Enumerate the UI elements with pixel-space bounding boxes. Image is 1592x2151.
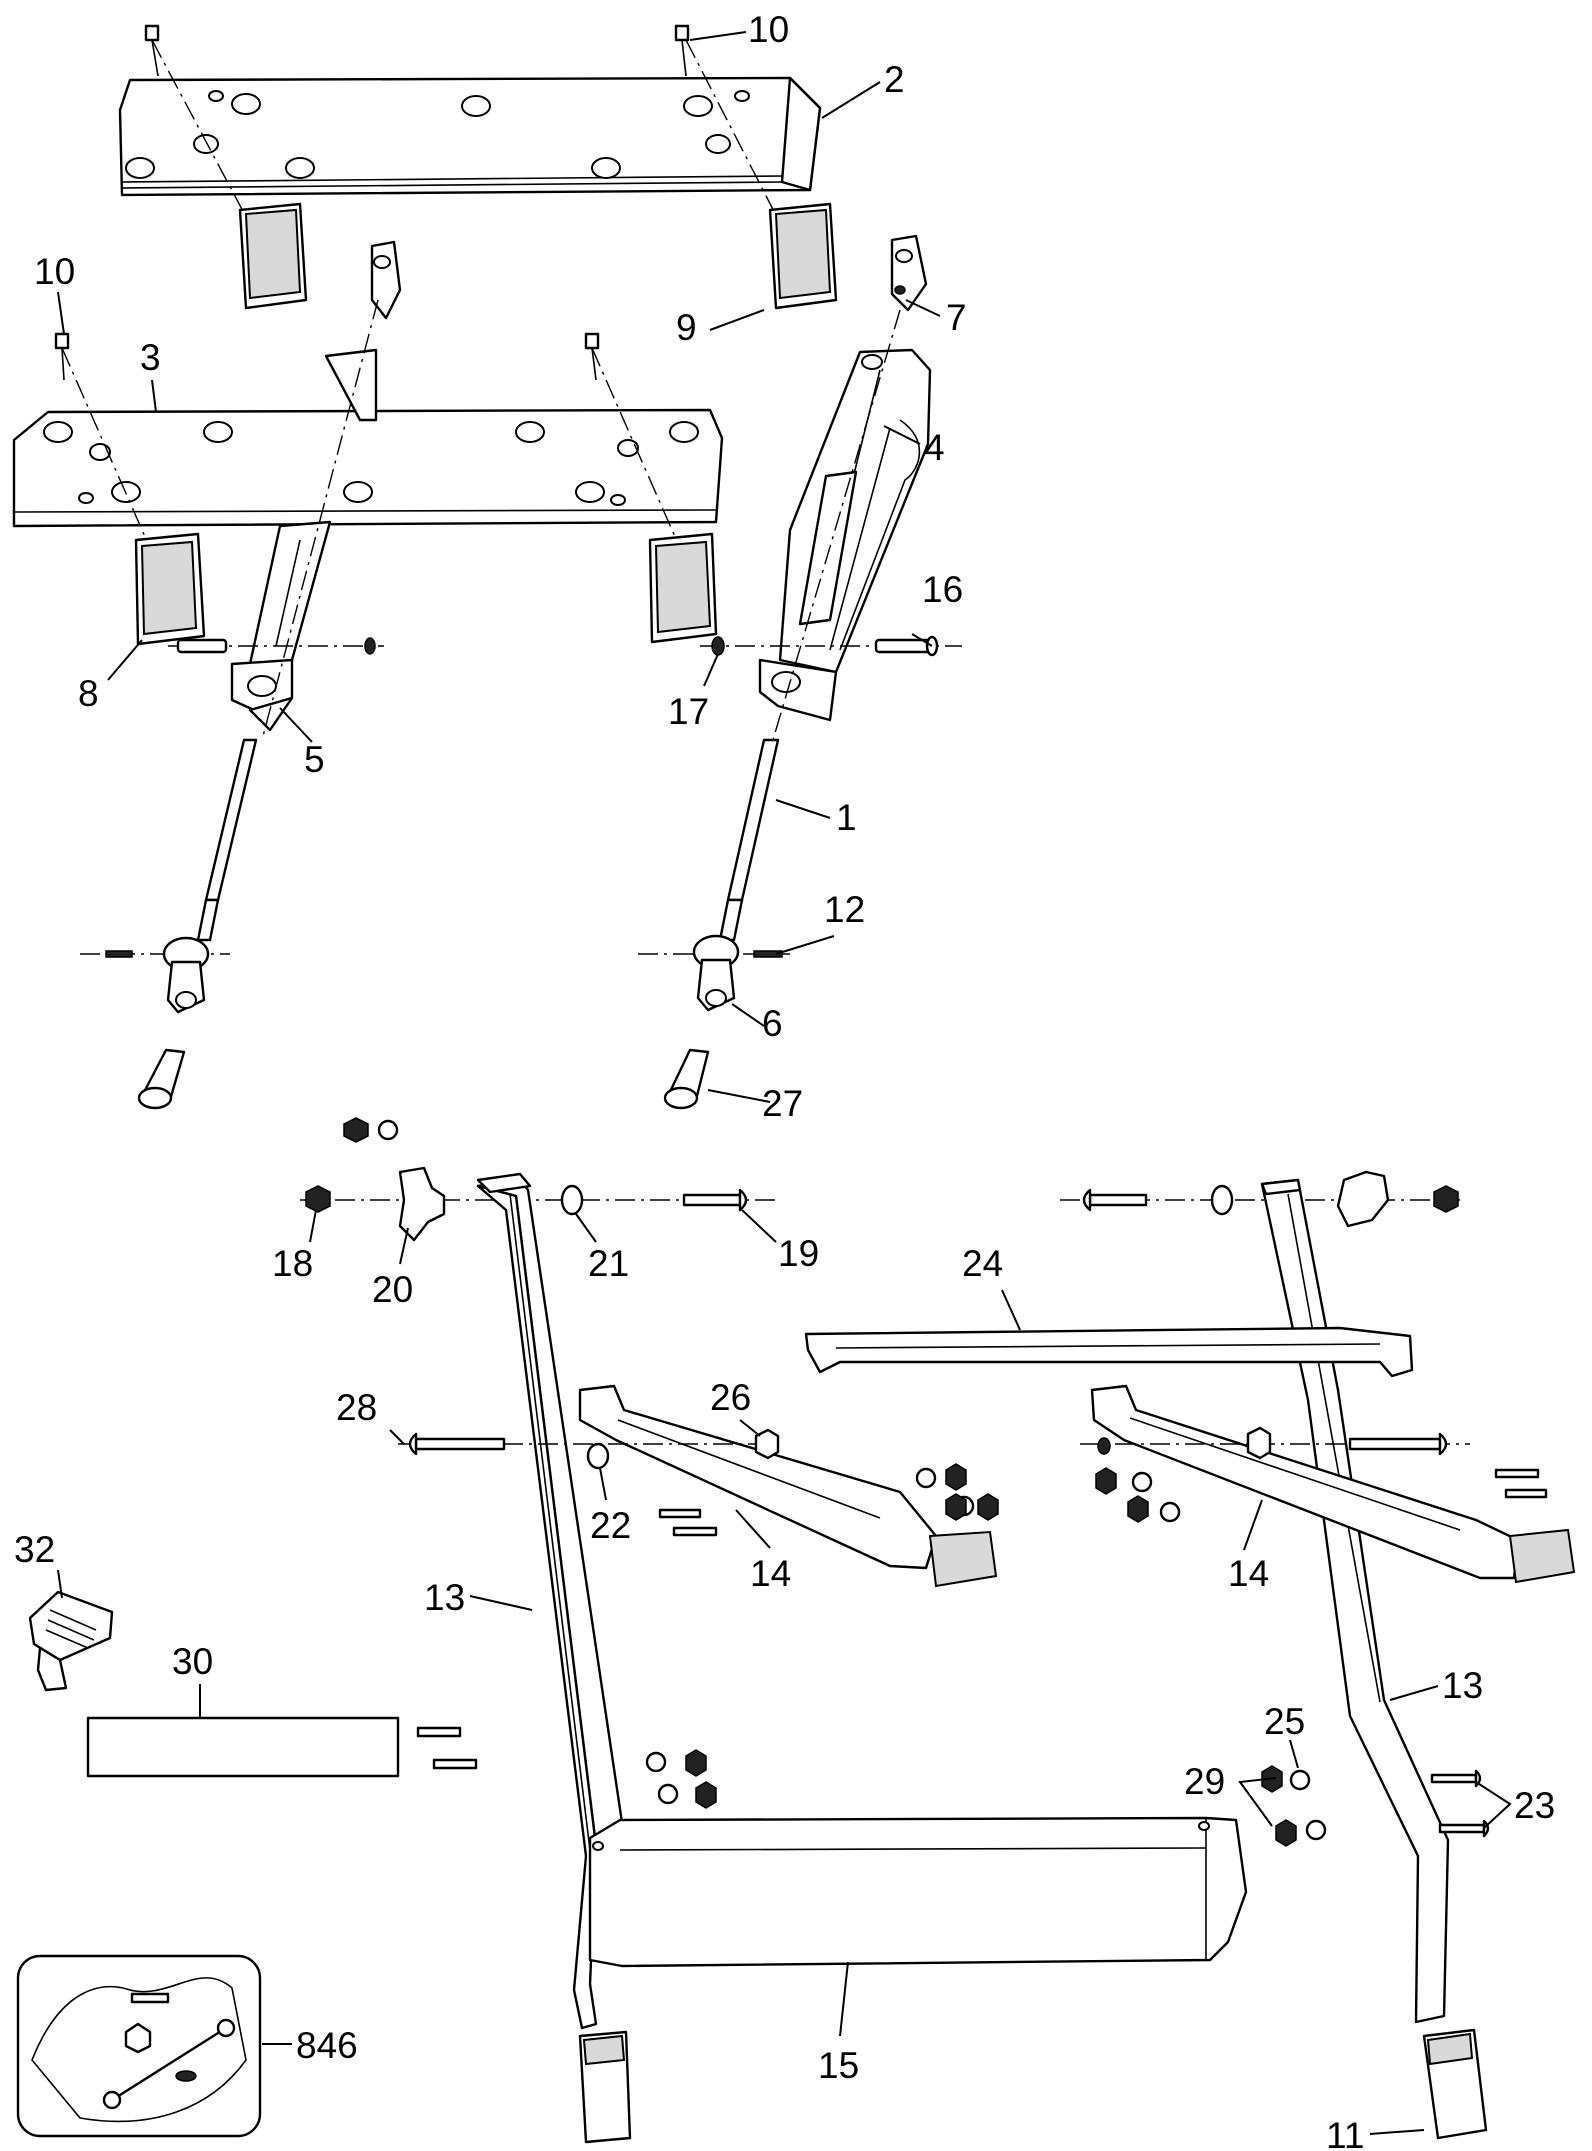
part-25-nut	[754, 1426, 1272, 1460]
callout-10: 10	[748, 9, 789, 50]
callout-14: 14	[1228, 1553, 1269, 1594]
callout-3: 3	[140, 337, 161, 378]
callout-13: 13	[424, 1577, 465, 1618]
callout-12: 12	[824, 889, 865, 930]
part-18-pivot-pin	[176, 635, 939, 657]
callout-32: 32	[14, 1529, 55, 1570]
callout-29: 29	[1184, 1761, 1225, 1802]
callout-25: 26	[710, 1377, 751, 1418]
part-17-nut-right	[1433, 1185, 1459, 1213]
part-4-right-vise-arm	[758, 348, 932, 722]
part-loose-nuts	[343, 1117, 399, 1143]
part-14-right-leg-brace	[1090, 1384, 1576, 1584]
callout-9: 9	[676, 307, 697, 348]
part-23-rear-brace	[804, 1326, 1414, 1378]
part-9-jaw-block	[238, 202, 838, 310]
callout-24: 23	[1514, 1785, 1555, 1826]
callout-16: 20	[372, 1269, 413, 1310]
callout-846: 846	[296, 2025, 358, 2066]
part-nuts-washers-left	[915, 1463, 999, 1521]
part-24-screws-brace	[658, 1468, 1548, 1537]
part-6-handle-bracket	[162, 934, 740, 1014]
part-7-clamp-cam-right	[890, 234, 928, 312]
part-3-front-jaw-plank	[12, 408, 724, 528]
part-14-left-leg-brace	[578, 1384, 998, 1588]
callout-15: 19	[778, 1233, 819, 1274]
part-30-label-plate	[86, 1716, 478, 1778]
part-10-bolt-front	[54, 332, 600, 381]
part-1-vise-screw-left	[196, 738, 258, 942]
callout-2: 2	[884, 59, 905, 100]
part-16-locking-knob	[398, 1166, 446, 1242]
part-15-carriage-bolt	[682, 1188, 748, 1212]
callout-5: 5	[304, 739, 325, 780]
callout-18: 16	[922, 569, 963, 610]
callout-22: 15	[818, 2045, 859, 2086]
part-10-bolt-rear	[144, 24, 690, 77]
callout-17: 18	[272, 1243, 313, 1284]
callout-28: 25	[1264, 1701, 1305, 1742]
part-24-screws-leg	[1430, 1769, 1490, 1838]
part-28-washer	[1289, 1769, 1327, 1841]
callout-10: 10	[34, 251, 75, 292]
part-846-hardware-bag	[16, 1954, 262, 2138]
part-11-foot-cap	[578, 2028, 1488, 2144]
part-21-washer	[586, 1437, 1111, 1470]
callout-26: 28	[336, 1387, 377, 1428]
part-17-nut	[305, 1185, 331, 1213]
part-5-left-vise-arm	[230, 348, 378, 732]
part-27-handle-knob	[137, 1048, 710, 1110]
part-15-carriage-bolt-right	[1082, 1188, 1148, 1212]
part-nuts-washers-right	[1095, 1467, 1181, 1523]
callout-6: 6	[762, 1003, 783, 1044]
callout-11: 11	[1326, 2115, 1364, 2151]
part-22-bottom-brace	[588, 1816, 1248, 1968]
callout-13: 13	[1442, 1665, 1483, 1706]
part-16-locking-knob-right	[1336, 1170, 1390, 1228]
callout-7: 7	[946, 297, 967, 338]
part-20-washer	[560, 1184, 584, 1216]
part-12-roll-pin	[105, 950, 783, 958]
part-7-clamp-cam-left	[370, 240, 402, 320]
callout-19: 17	[668, 691, 709, 732]
callout-23: 24	[962, 1243, 1003, 1284]
part-32-clamp-pad	[28, 1590, 114, 1692]
callout-20: 21	[588, 1243, 629, 1284]
part-20-washer-right	[1210, 1184, 1234, 1216]
callout-8: 8	[78, 673, 99, 714]
callout-27: 27	[762, 1083, 803, 1124]
part-bottom-brace-nuts	[645, 1749, 717, 1809]
part-13-right-leg	[1260, 1178, 1450, 2024]
part-8-jaw-block	[134, 532, 718, 646]
callout-labels: 10 2 10 3 9 7 4 16 17 8 5 1 12 6 27 18 2…	[14, 9, 1555, 2151]
part-1-vise-screw-right	[718, 738, 780, 942]
part-19-spacer	[364, 636, 725, 656]
leader-lines	[57, 31, 1512, 2135]
part-26-pivot-bolt	[408, 1432, 1448, 1456]
callout-4: 4	[924, 427, 945, 468]
callout-1: 1	[836, 797, 857, 838]
callout-30: 30	[172, 1641, 213, 1682]
callout-14: 14	[750, 1553, 791, 1594]
part-2-rear-jaw-plank	[118, 76, 822, 197]
callout-21: 22	[590, 1505, 631, 1546]
